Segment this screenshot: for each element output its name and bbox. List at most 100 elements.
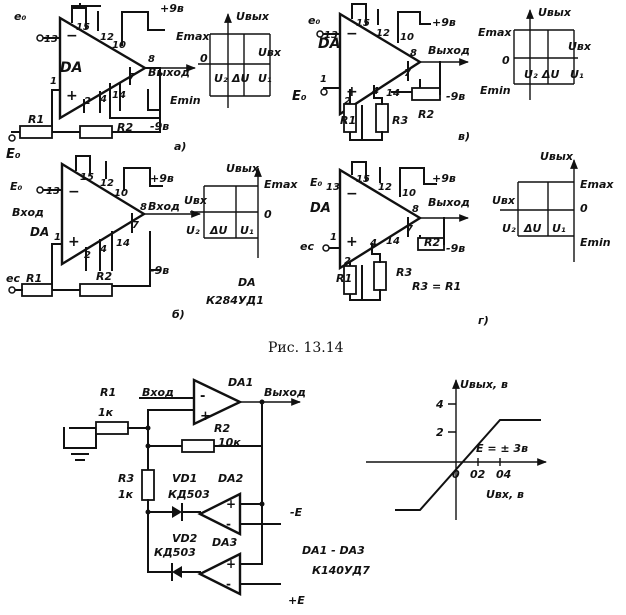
svg-text:ΔU: ΔU	[231, 72, 250, 85]
r2-label: R2	[117, 121, 133, 134]
graph-b: Uвых Emax 0 Uвх U₂ ΔU U₁ DA К284УД1	[184, 162, 298, 307]
svg-text:eс: eс	[6, 272, 20, 285]
svg-text:Вход: Вход	[148, 200, 180, 213]
svg-text:14: 14	[386, 88, 400, 99]
svg-text:КД503: КД503	[168, 488, 210, 501]
svg-text:КД503: КД503	[154, 546, 196, 559]
svg-text:VD2: VD2	[172, 532, 198, 545]
svg-text:Uвых: Uвых	[226, 162, 260, 175]
svg-text:1: 1	[320, 74, 327, 85]
opamp-label: DA	[60, 60, 82, 76]
r1-label: R1	[28, 113, 44, 126]
vplus-label: +9в	[160, 2, 184, 15]
vminus-label: -9в	[150, 120, 169, 133]
opamp-da	[338, 11, 423, 117]
svg-text:+: +	[346, 84, 358, 100]
svg-text:в): в)	[458, 130, 470, 143]
r2-resistor	[79, 125, 113, 139]
svg-text:ΔU: ΔU	[209, 224, 228, 237]
svg-text:15: 15	[356, 18, 370, 29]
svg-text:R1: R1	[340, 114, 356, 127]
svg-text:8: 8	[410, 48, 417, 59]
svg-text:−: −	[66, 28, 78, 44]
svg-text:DA: DA	[310, 201, 331, 216]
da1-opamp	[192, 378, 243, 426]
svg-text:10: 10	[400, 32, 414, 43]
svg-text:4: 4	[99, 244, 107, 255]
svg-text:-E: -E	[290, 506, 303, 519]
opamp-label: DA	[318, 36, 340, 52]
circuit-b: DA − + E₀ Вход R1 R2 eс +9в -9в Вход б) …	[6, 155, 201, 321]
svg-text:15: 15	[80, 172, 94, 183]
svg-text:U₂: U₂	[186, 224, 200, 237]
svg-text:12: 12	[100, 32, 114, 43]
svg-text:Uвых: Uвых	[540, 150, 574, 163]
circuit-g: DA − + E₀ eс R1 R2 R3 R3 = R1 +9в -9в Вы…	[300, 161, 489, 327]
svg-text:10к: 10к	[218, 436, 241, 449]
svg-text:Uвых: Uвых	[236, 10, 270, 23]
svg-text:-: -	[200, 389, 205, 404]
svg-text:8: 8	[412, 204, 419, 215]
svg-text:-: -	[226, 517, 231, 531]
svg-text:0: 0	[264, 208, 272, 221]
svg-text:+: +	[346, 234, 358, 250]
svg-text:Emin: Emin	[480, 84, 511, 97]
svg-text:−: −	[346, 186, 358, 202]
circuit-v: DA − + R2 R1 R3 e₀ E₀ +9в -9в Выход в) 1…	[292, 3, 470, 143]
svg-text:0: 0	[200, 52, 208, 65]
svg-text:7: 7	[404, 68, 411, 79]
svg-text:Emin: Emin	[170, 94, 201, 107]
svg-text:1: 1	[54, 232, 61, 243]
svg-text:+: +	[200, 409, 211, 424]
svg-text:DA2: DA2	[218, 472, 244, 485]
svg-text:R2: R2	[418, 108, 434, 121]
transfer-graph: Uвых, в 4 2 0 02 04 E = ± 3в Uвх, в	[366, 378, 547, 520]
svg-text:R2: R2	[96, 270, 112, 283]
svg-text:DA3: DA3	[212, 536, 238, 549]
svg-text:15: 15	[356, 174, 370, 185]
svg-text:12: 12	[100, 178, 114, 189]
svg-text:К140УД7: К140УД7	[312, 564, 370, 577]
svg-text:0: 0	[452, 468, 460, 481]
svg-text:U₂: U₂	[524, 68, 538, 81]
svg-text:Uвых, в: Uвых, в	[460, 378, 508, 391]
da2-opamp	[197, 492, 242, 536]
svg-text:2: 2	[344, 96, 351, 107]
svg-text:Uвх: Uвх	[184, 194, 208, 207]
svg-text:+: +	[226, 497, 236, 511]
svg-text:2: 2	[84, 96, 91, 107]
subfigure-tag: a)	[174, 140, 186, 153]
svg-text:-9в: -9в	[150, 264, 169, 277]
svg-text:-9в: -9в	[446, 242, 465, 255]
svg-text:04: 04	[496, 468, 511, 481]
svg-text:Вход: Вход	[142, 386, 174, 399]
svg-text:U₁: U₁	[240, 224, 254, 237]
svg-text:г): г)	[478, 314, 489, 327]
svg-text:2: 2	[84, 250, 91, 261]
svg-text:2: 2	[344, 256, 351, 267]
svg-text:U₁: U₁	[258, 72, 272, 85]
svg-text:DA1 - DA3: DA1 - DA3	[302, 544, 365, 557]
svg-text:1к: 1к	[98, 406, 114, 419]
svg-text:14: 14	[116, 238, 130, 249]
svg-text:К284УД1: К284УД1	[206, 294, 264, 307]
svg-text:4: 4	[371, 86, 379, 97]
opamp-da	[60, 161, 147, 267]
svg-text:U₁: U₁	[552, 222, 566, 235]
svg-text:4: 4	[369, 238, 377, 249]
svg-text:8: 8	[140, 202, 147, 213]
svg-text:1: 1	[50, 76, 57, 87]
svg-text:R3: R3	[396, 266, 412, 279]
svg-text:R3: R3	[392, 114, 408, 127]
transfer-curve	[395, 419, 541, 511]
graph-g: Uвых Emax 0 Uвх U₂ ΔU U₁ Emin	[492, 150, 614, 262]
svg-text:0: 0	[580, 202, 588, 215]
e0-label: e₀	[14, 10, 26, 23]
svg-text:+: +	[226, 557, 236, 571]
svg-text:Emin: Emin	[580, 236, 611, 249]
svg-text:+9в: +9в	[432, 172, 456, 185]
svg-text:2: 2	[436, 426, 444, 439]
svg-text:R1: R1	[26, 272, 42, 285]
opamp-da	[58, 15, 148, 121]
